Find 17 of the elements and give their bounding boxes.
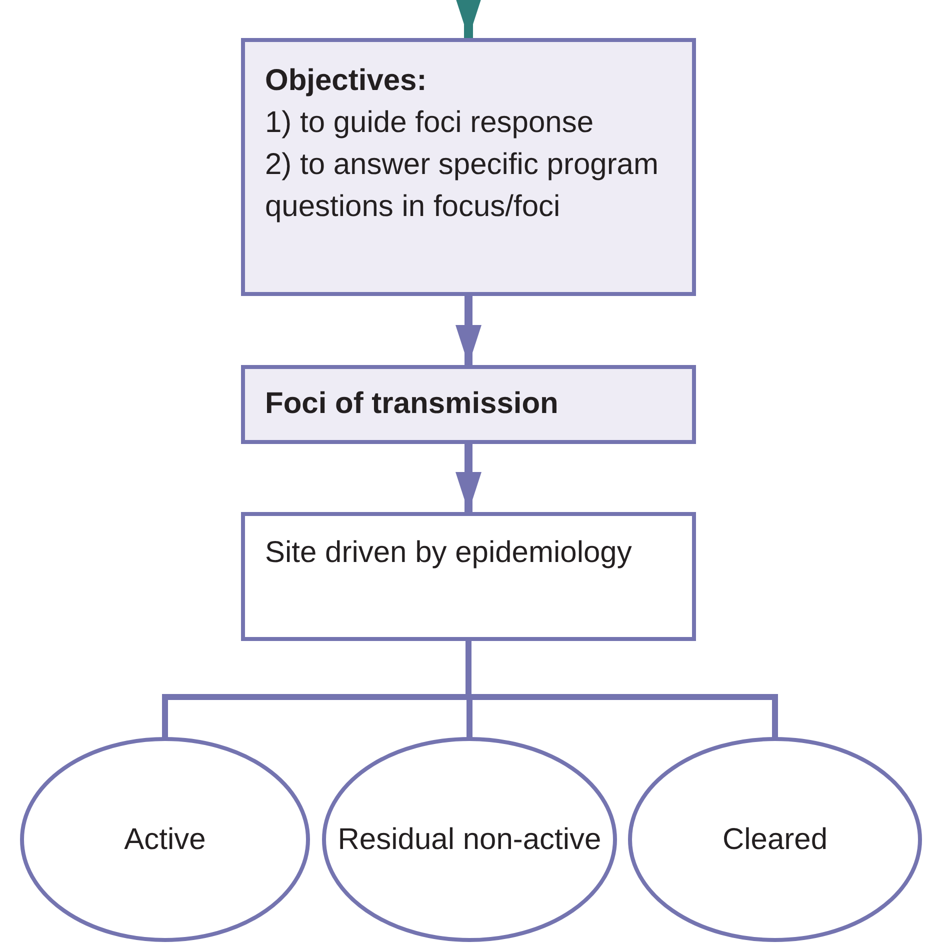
box-text: Site driven by epidemiology: [265, 535, 633, 571]
outcome-ellipse: [322, 737, 617, 942]
arrow: [456, 444, 482, 512]
process-box: [241, 38, 696, 296]
process-box: [241, 512, 696, 641]
process-box: [241, 365, 696, 444]
arrow: [456, 296, 482, 365]
arrow: [456, 0, 482, 38]
box-text: 2) to answer specific program questions in focus/foci: [265, 147, 660, 225]
outcome-ellipse: [20, 737, 310, 942]
box-text: 1) to guide foci response: [265, 105, 595, 141]
box-text: Residual non-active: [338, 822, 602, 858]
box-text: Foci of transmission: [265, 386, 560, 422]
outcome-ellipse: [628, 737, 922, 942]
box-heading: Objectives:: [265, 63, 428, 99]
box-text: Active: [124, 822, 206, 858]
box-text: Cleared: [722, 822, 828, 858]
